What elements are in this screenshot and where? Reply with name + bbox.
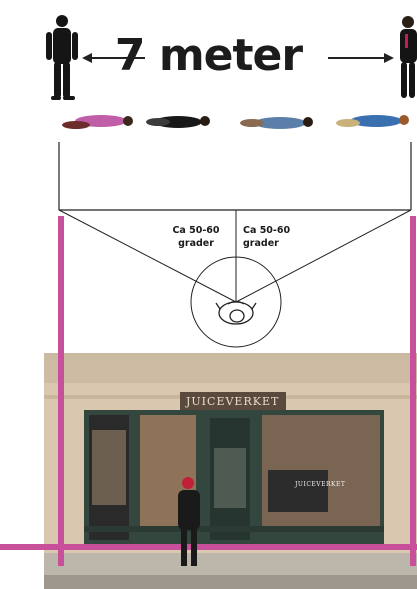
lying-person-3 bbox=[240, 117, 313, 129]
window-logo: JUICEVERKET bbox=[295, 481, 345, 488]
shop-sign: JUICEVERKET bbox=[186, 395, 279, 408]
lying-person-4 bbox=[336, 115, 409, 127]
lying-people-row bbox=[62, 115, 409, 129]
zone-bracket bbox=[59, 142, 411, 210]
viewing-cone bbox=[59, 210, 411, 347]
lying-person-2 bbox=[146, 116, 210, 128]
top-view-person-icon bbox=[216, 302, 256, 325]
angle-label-right: Ca 50-60 grader bbox=[243, 224, 295, 250]
distance-label: 7 meter bbox=[0, 30, 417, 82]
lying-person-1 bbox=[62, 115, 133, 129]
angle-label-left: Ca 50-60 grader bbox=[160, 224, 232, 250]
